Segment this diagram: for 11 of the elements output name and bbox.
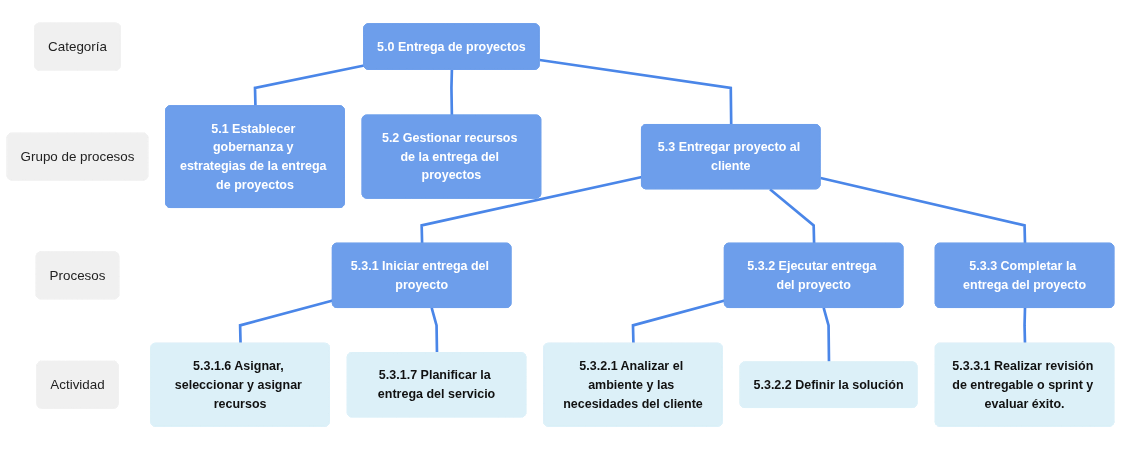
connector	[820, 176, 1027, 244]
connector	[253, 63, 365, 106]
connector	[539, 58, 733, 125]
connector	[822, 307, 831, 363]
connector	[430, 307, 439, 353]
connector	[1023, 307, 1027, 344]
connector	[631, 299, 726, 344]
connector	[238, 298, 334, 344]
connector	[450, 69, 454, 116]
connector	[420, 175, 643, 244]
connector	[769, 187, 816, 244]
